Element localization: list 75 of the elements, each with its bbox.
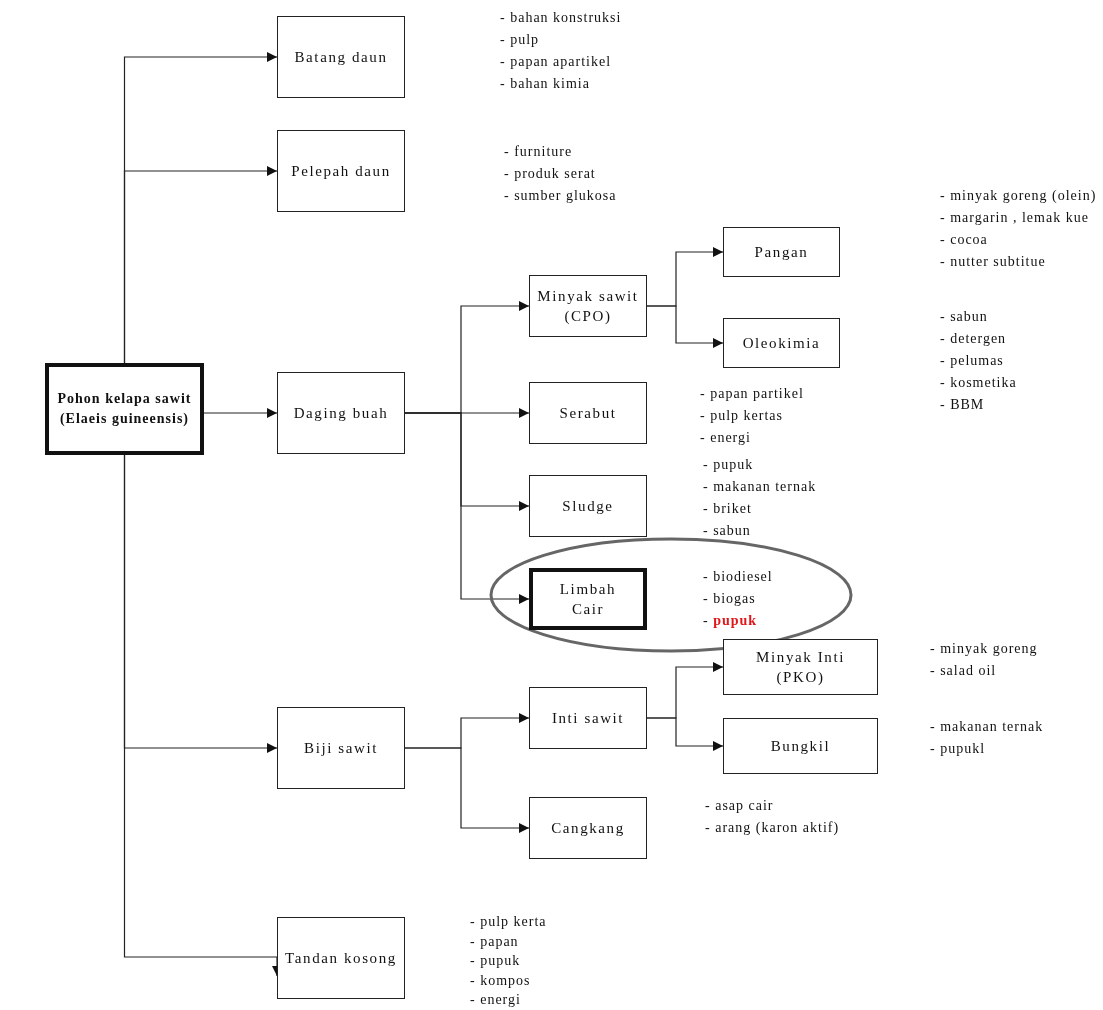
product-list-item: - nutter subtitue (940, 253, 1047, 271)
process-box (723, 639, 878, 695)
product-list-item: - biogas (703, 590, 757, 608)
product-list-item: - cocoa (940, 231, 989, 249)
product-list-item: - papan (470, 932, 520, 951)
product-list-item: - pulp (500, 31, 541, 49)
product-list-item: - kosmetika (940, 374, 1017, 392)
process-box (277, 917, 405, 999)
node-label: Bungkil (770, 737, 831, 756)
product-list-item: - pupukl (930, 740, 987, 758)
product-list-item: - bahan konstruksi (500, 9, 622, 27)
node-label: Inti sawit (551, 709, 625, 728)
process-box (723, 227, 840, 277)
node-label: Tandan kosong (285, 949, 397, 968)
product-list-item: - makanan ternak (703, 478, 817, 496)
product-list-item: - papan partikel (700, 385, 804, 403)
product-list-item: - pupuk (470, 952, 522, 970)
node-label: Pangan (754, 243, 809, 262)
product-list-item: - makanan ternak (930, 718, 1044, 736)
arrow (404, 412, 530, 604)
product-list-item: - arang (karon aktif) (705, 819, 841, 837)
process-box (277, 16, 405, 98)
arrow (123, 166, 278, 364)
process-box (277, 130, 405, 212)
product-list-item: - pupuk (703, 456, 755, 474)
product-list-item: - kompos (470, 971, 532, 990)
arrow (646, 717, 724, 751)
node-label: Serabut (559, 404, 617, 423)
root-box (45, 363, 204, 455)
product-list-item: - bahan kimia (500, 75, 591, 93)
product-list-item: - produk serat (504, 165, 597, 183)
process-box (529, 275, 647, 337)
product-list-item: - pelumas (940, 352, 1005, 370)
node-label: Biji sawit (304, 739, 378, 758)
product-list-item: - minyak goreng (olein) (940, 187, 1097, 205)
arrow (404, 747, 530, 833)
product-list-item: - margarin , lemak kue (940, 209, 1090, 227)
product-list-item: - sabun (940, 308, 989, 326)
node-label: Pelepah daun (291, 162, 391, 181)
node-label: Sludge (562, 497, 614, 516)
product-list-item: - pulp kertas (700, 407, 784, 425)
node-label: Daging buah (293, 404, 389, 423)
product-list-item: - salad oil (930, 662, 998, 680)
process-box (529, 797, 647, 859)
node-label: Limbah Cair (558, 580, 618, 619)
node-label: Minyak sawit (CPO) (536, 287, 640, 326)
product-list-item: - briket (703, 500, 753, 518)
product-list-item: - minyak goreng (930, 640, 1038, 658)
node-label: Oleokimia (742, 334, 821, 353)
arrow (203, 408, 278, 418)
process-box (723, 318, 840, 368)
arrow (646, 305, 724, 348)
product-list-item: - pulp kerta (470, 913, 547, 931)
product-list-item: - sabun (703, 522, 752, 540)
product-list-item: - detergen (940, 330, 1008, 348)
product-list-item: - asap cair (705, 797, 775, 815)
process-box (529, 687, 647, 749)
process-box (277, 707, 405, 789)
process-box (723, 718, 878, 774)
product-list-item: - pupuk (703, 612, 759, 630)
product-list-item: - BBM (940, 396, 986, 414)
node-label: Minyak Inti (PKO) (755, 648, 846, 687)
product-list-item: - biodiesel (703, 568, 773, 586)
node-label: Pohon kelapa sawit (Elaeis guineensis) (56, 390, 193, 428)
node-label: Batang daun (294, 48, 388, 67)
product-list-item: - sumber glukosa (504, 187, 617, 205)
product-list-item: - energi (700, 429, 752, 447)
process-box (277, 372, 405, 454)
process-box (529, 568, 647, 630)
process-box (529, 382, 647, 444)
product-list-item: - furniture (504, 143, 574, 161)
product-list-item: - papan apartikel (500, 53, 613, 71)
product-list-item: - energi (470, 991, 522, 1009)
node-label: Cangkang (551, 819, 625, 838)
process-box (529, 475, 647, 537)
